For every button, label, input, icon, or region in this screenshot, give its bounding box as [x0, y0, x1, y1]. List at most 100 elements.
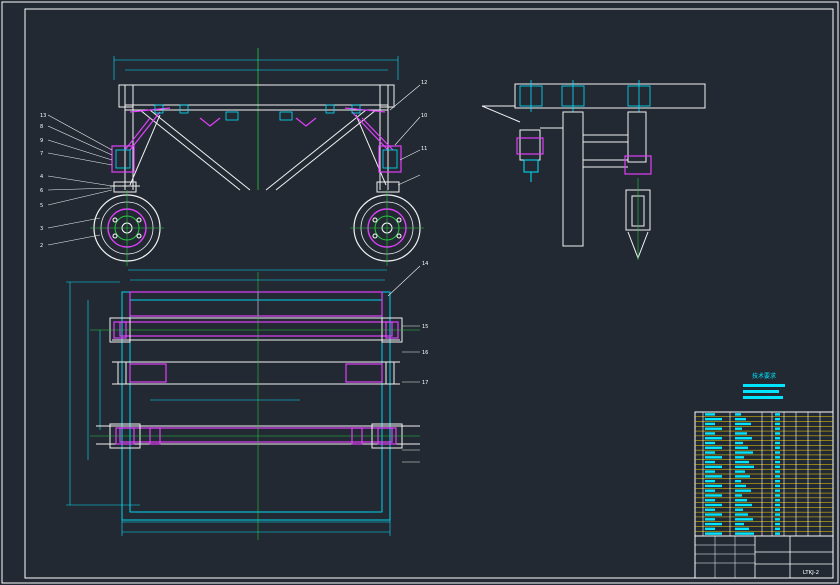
- parts-row-name-fill: [705, 446, 722, 449]
- parts-row-name-fill: [705, 522, 722, 526]
- callout-17: 17: [422, 380, 428, 386]
- parts-row-qty-fill: [775, 470, 780, 473]
- callout-6: 6: [40, 188, 43, 194]
- callout-4: 4: [40, 174, 43, 180]
- parts-row-spec-fill: [735, 513, 748, 516]
- parts-row-name-fill: [705, 499, 715, 502]
- parts-row-spec-fill: [735, 437, 752, 440]
- diagonal-braces: [129, 109, 387, 191]
- callout-3: 3: [40, 226, 43, 232]
- plan-view: [66, 265, 421, 540]
- parts-row-name-fill: [705, 441, 715, 445]
- side-posts: [540, 111, 647, 247]
- parts-list-rows: [695, 416, 833, 532]
- parts-row-name-fill: [705, 432, 715, 435]
- parts-row-name-fill: [705, 437, 722, 440]
- plan-leaders: [387, 265, 421, 463]
- parts-row-spec-fill: [735, 441, 743, 445]
- parts-row-qty-fill: [775, 522, 780, 526]
- parts-row-name-fill: [705, 460, 715, 464]
- parts-row-spec-fill: [735, 532, 754, 535]
- parts-row-spec-fill: [735, 489, 751, 492]
- tech-requirements-bars: [743, 384, 785, 399]
- callout-labels-left: 13 8 9 7 4 6 5 3 2: [40, 113, 46, 249]
- parts-row-name-fill: [705, 518, 715, 521]
- parts-row-spec-fill: [735, 475, 750, 478]
- parts-row-spec-fill: [735, 527, 749, 531]
- parts-row-qty-fill: [775, 422, 780, 426]
- parts-row-qty-fill: [775, 508, 780, 511]
- parts-row-qty-fill: [775, 484, 780, 488]
- parts-row-spec-fill: [735, 456, 744, 459]
- parts-row-qty-fill: [775, 417, 780, 421]
- parts-row-spec-fill: [735, 465, 754, 469]
- parts-row-name-fill: [705, 508, 715, 511]
- parts-row-spec-fill: [735, 422, 751, 426]
- parts-row-name-fill: [705, 532, 722, 535]
- right-wheel: [350, 190, 424, 266]
- parts-row-qty-fill: [775, 518, 780, 521]
- parts-row-qty-fill: [775, 432, 780, 435]
- parts-row-qty-fill: [775, 451, 780, 454]
- parts-row-qty-fill: [775, 465, 780, 469]
- callout-7: 7: [40, 151, 43, 157]
- parts-row-name-fill: [705, 465, 722, 469]
- beam-hangers: [154, 104, 361, 121]
- parts-row-name-fill: [705, 417, 722, 421]
- plan-callouts: 14 15 16 17: [422, 261, 428, 386]
- side-elevation-view: [481, 80, 706, 260]
- parts-row-spec-fill: [735, 470, 745, 473]
- callout-labels-right: 12 10 11: [421, 80, 427, 152]
- parts-row-qty-fill: [775, 441, 780, 445]
- parts-row-spec-fill: [735, 413, 741, 416]
- parts-row-qty-fill: [775, 503, 780, 507]
- parts-row-qty-fill: [775, 475, 780, 478]
- right-bearing-block: [376, 145, 402, 193]
- parts-row-spec-fill: [735, 427, 742, 430]
- parts-row-qty-fill: [775, 479, 780, 483]
- parts-row-qty-fill: [775, 499, 780, 502]
- right-leader-lines: [389, 84, 421, 186]
- parts-row-name-fill: [705, 456, 722, 459]
- parts-row-name-fill: [705, 413, 715, 416]
- top-dimensions: [113, 56, 399, 80]
- callout-12: 12: [421, 80, 427, 86]
- side-right-assembly: [624, 155, 652, 260]
- tie-members: [124, 107, 394, 151]
- left-leader-lines: [47, 114, 113, 246]
- parts-row-name-fill: [705, 479, 715, 483]
- parts-row-qty-fill: [775, 413, 780, 416]
- parts-row-name-fill: [705, 513, 722, 516]
- parts-row-qty-fill: [775, 460, 780, 464]
- plan-magenta-members: [119, 291, 393, 443]
- parts-row-name-fill: [705, 422, 715, 426]
- side-left-assembly: [516, 129, 544, 182]
- callout-10: 10: [421, 113, 427, 119]
- parts-row-qty-fill: [775, 456, 780, 459]
- parts-row-spec-fill: [735, 432, 747, 435]
- parts-row-name-fill: [705, 475, 722, 478]
- parts-row-qty-fill: [775, 527, 780, 531]
- callout-5: 5: [40, 203, 43, 209]
- parts-row-qty-fill: [775, 437, 780, 440]
- parts-row-spec-fill: [735, 479, 741, 483]
- parts-row-qty-fill: [775, 513, 780, 516]
- parts-row-name-fill: [705, 451, 715, 454]
- callout-11: 11: [421, 146, 427, 152]
- drawing-number: LTKJ-2: [803, 570, 819, 576]
- top-frame-beam: [118, 84, 395, 190]
- front-elevation-view: [47, 48, 424, 266]
- callout-8: 8: [40, 124, 43, 130]
- callout-14: 14: [422, 261, 428, 267]
- parts-row-name-fill: [705, 484, 722, 488]
- callout-16: 16: [422, 350, 428, 356]
- parts-row-name-fill: [705, 527, 715, 531]
- title-block: 技术要求 LTKJ-2: [694, 372, 834, 579]
- parts-row-spec-fill: [735, 522, 744, 526]
- left-wheel: [90, 190, 164, 266]
- callout-9: 9: [40, 138, 43, 144]
- parts-row-name-fill: [705, 494, 722, 497]
